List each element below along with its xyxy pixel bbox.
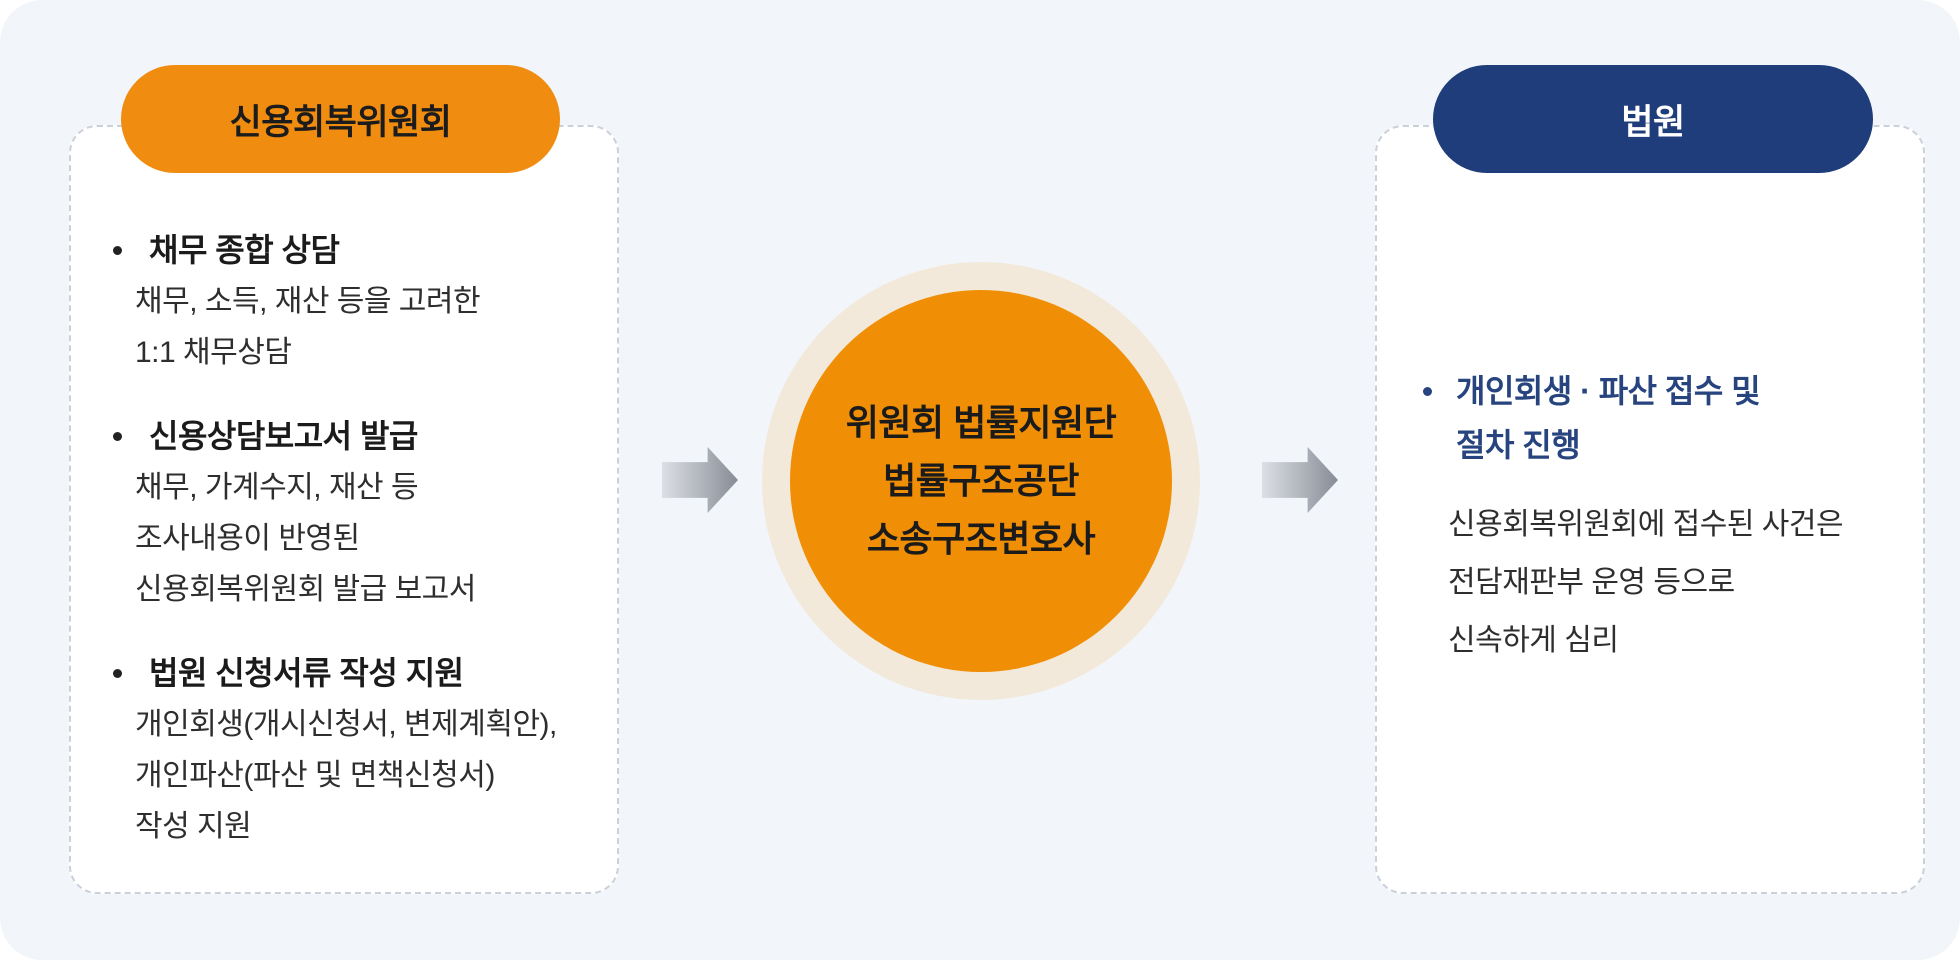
list-item-line: 채무, 가계수지, 재산 등 — [135, 471, 419, 504]
list-item: 신용상담보고서 발급 채무, 가계수지, 재산 등 조사내용이 반영된 신용회복… — [113, 411, 591, 615]
list-item-line: 개인파산(파산 및 면책신청서) — [135, 759, 495, 792]
list-item-title: 채무 종합 상담 — [149, 232, 340, 268]
list-item-line: 개인회생(개시신청서, 변제계획안), — [135, 708, 557, 741]
bullet-dot-icon — [113, 432, 122, 441]
list-item-line: 조사내용이 반영된 — [135, 522, 360, 555]
right-card-content: 개인회생 · 파산 접수 및 절차 진행 신용회복위원회에 접수된 사건은 전담… — [1377, 364, 1897, 670]
list-item: 법원 신청서류 작성 지원 개인회생(개시신청서, 변제계획안), 개인파산(파… — [113, 648, 591, 852]
list-item-title: 개인회생 · 파산 접수 및 — [1456, 373, 1761, 409]
left-card — [69, 125, 619, 894]
list-item-line: 신용회복위원회 발급 보고서 — [135, 573, 476, 606]
list-item-title-row: 법원 신청서류 작성 지원 — [113, 648, 591, 699]
list-item-title-row: 개인회생 · 파산 접수 및 — [1423, 364, 1897, 418]
bullet-dot-icon — [113, 669, 122, 678]
left-card-header-pill: 신용회복위원회 — [121, 65, 560, 173]
flow-arrow-right-icon — [662, 447, 738, 513]
list-item-line: 채무, 소득, 재산 등을 고려한 — [135, 285, 481, 318]
list-item-line: 신용회복위원회에 접수된 사건은 — [1448, 508, 1844, 541]
list-item-line: 전담재판부 운영 등으로 — [1448, 566, 1735, 599]
center-circle: 위원회 법률지원단 법률구조공단 소송구조변호사 — [790, 290, 1172, 672]
list-item-title: 법원 신청서류 작성 지원 — [149, 655, 464, 691]
flow-arrow-right-icon — [1262, 447, 1338, 513]
list-item-title-row: 신용상담보고서 발급 — [113, 411, 591, 462]
left-card-content: 채무 종합 상담 채무, 소득, 재산 등을 고려한 1:1 채무상담 신용상담… — [71, 225, 591, 852]
list-item-line: 신속하게 심리 — [1448, 624, 1619, 657]
list-item-title: 신용상담보고서 발급 — [149, 418, 418, 454]
center-circle-line: 법률구조공단 — [883, 460, 1079, 501]
list-item: 채무 종합 상담 채무, 소득, 재산 등을 고려한 1:1 채무상담 — [113, 225, 591, 378]
right-card — [1375, 125, 1925, 894]
bullet-dot-icon — [113, 246, 122, 255]
center-circle-line: 소송구조변호사 — [866, 518, 1096, 559]
center-circle-ring: 위원회 법률지원단 법률구조공단 소송구조변호사 — [762, 262, 1200, 700]
center-circle-line: 위원회 법률지원단 — [845, 402, 1117, 443]
right-card-header-label: 법원 — [1621, 102, 1685, 142]
list-item-line: 작성 지원 — [135, 810, 252, 843]
bullet-dot-icon — [1423, 386, 1432, 396]
right-card-header-pill: 법원 — [1433, 65, 1873, 173]
list-item-title: 절차 진행 — [1456, 427, 1581, 463]
left-card-header-label: 신용회복위원회 — [229, 102, 452, 142]
list-item-title-row: 채무 종합 상담 — [113, 225, 591, 276]
list-item-line: 1:1 채무상담 — [135, 336, 292, 369]
